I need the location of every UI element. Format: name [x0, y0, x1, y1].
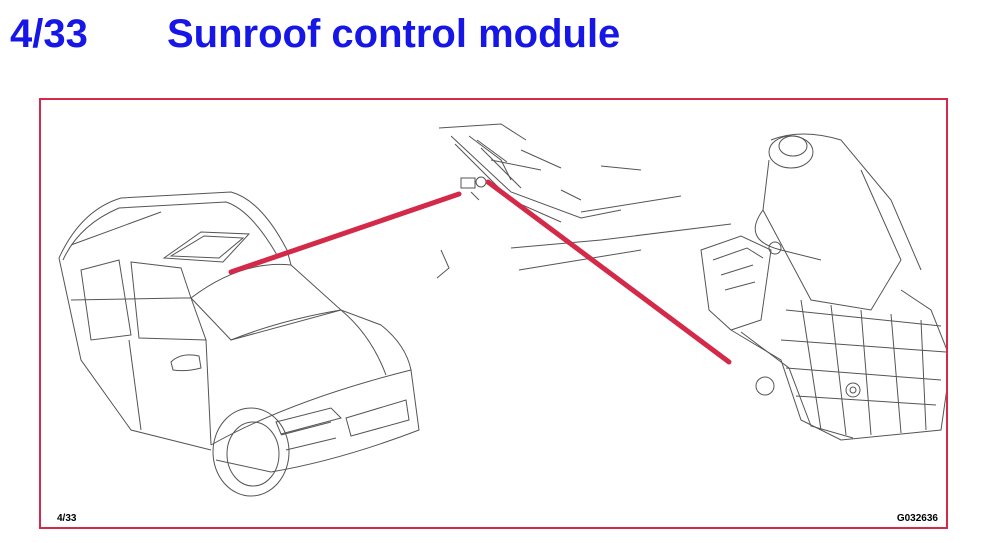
section-number: 4/33	[10, 11, 88, 56]
figure-number-label: 4/33	[57, 513, 77, 524]
figure-code-label: G032636	[896, 513, 938, 524]
module-drawing	[700, 133, 946, 441]
sunroof-module-illustration	[58, 123, 946, 497]
detail-to-module-leader-line	[485, 179, 732, 365]
page-title: Sunroof control module	[167, 11, 621, 56]
car-drawing	[58, 191, 420, 497]
leader-lines	[228, 179, 732, 365]
page-header: 4/33 Sunroof control module	[10, 8, 620, 60]
illustration-frame: 4/33 G032636	[39, 98, 948, 529]
roof-detail-drawing	[436, 123, 732, 279]
sunroof-to-detail-leader-line	[228, 191, 462, 275]
